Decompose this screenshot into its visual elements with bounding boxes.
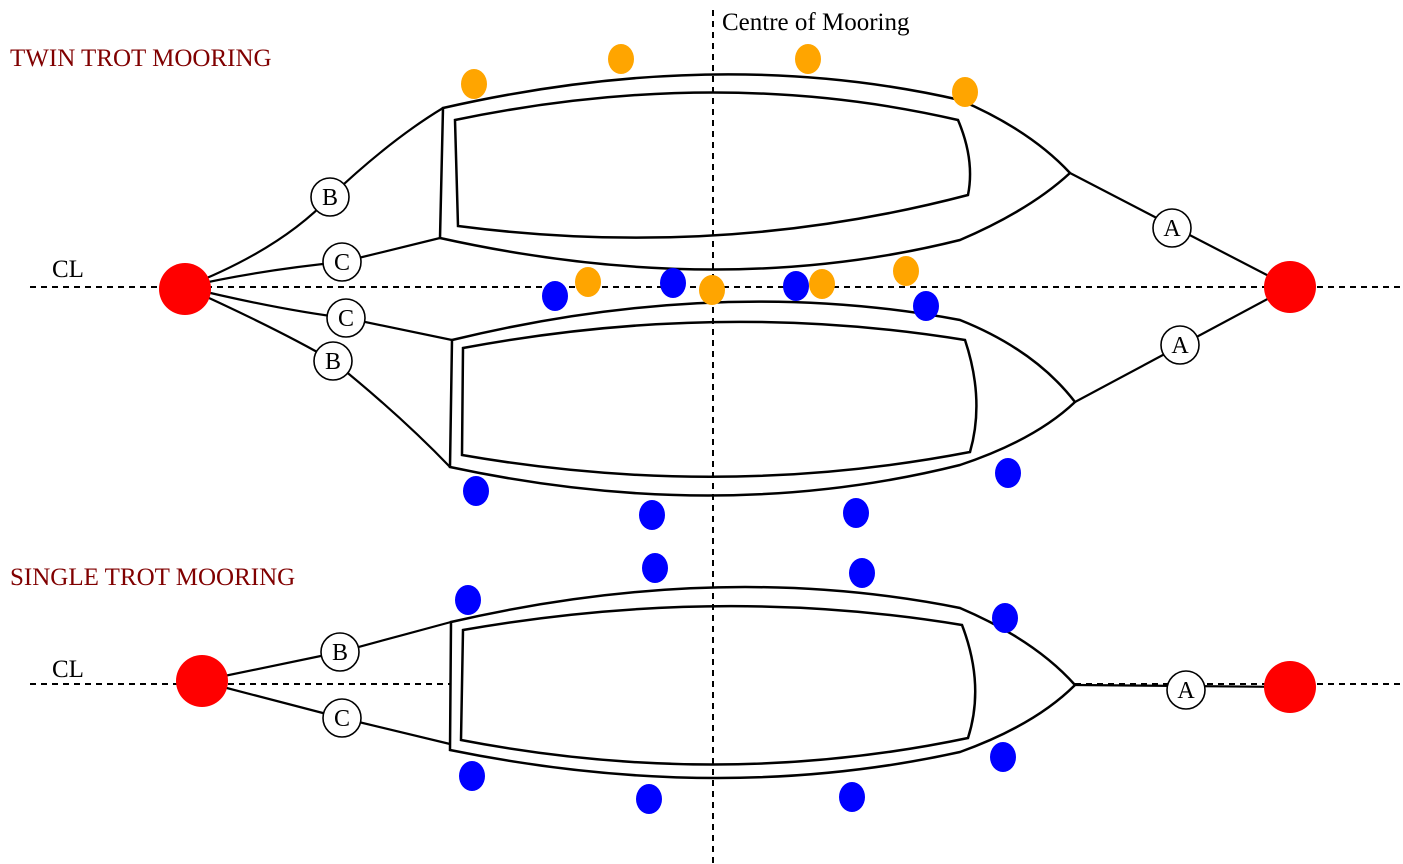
tag-twin-bottom-stern-outer: B: [313, 341, 353, 381]
buoy-single-bow: [1264, 661, 1316, 713]
fender-blue: [843, 498, 869, 528]
fender-orange: [795, 44, 821, 74]
fender-blue: [542, 281, 568, 311]
tag-single-bow: A: [1166, 670, 1206, 710]
fender-orange: [893, 256, 919, 286]
fender-blue: [839, 782, 865, 812]
fender-blue: [913, 291, 939, 321]
svg-text:A: A: [1171, 333, 1189, 359]
fender-blue: [849, 558, 875, 588]
centre-of-mooring-label: Centre of Mooring: [722, 9, 910, 36]
boat-twin-top: [438, 73, 1072, 271]
tag-twin-top-stern-outer: B: [310, 177, 350, 217]
fender-orange: [699, 275, 725, 305]
buoy-twin-stern: [159, 263, 211, 315]
svg-text:A: A: [1177, 678, 1195, 704]
svg-text:C: C: [334, 706, 350, 732]
twin-trot-title: TWIN TROT MOORING: [10, 45, 272, 72]
svg-text:C: C: [334, 250, 350, 276]
fenders-blue-twin: [463, 268, 1021, 530]
fender-blue: [990, 742, 1016, 772]
fender-orange: [461, 69, 487, 99]
fenders-orange: [461, 44, 978, 305]
svg-text:A: A: [1163, 216, 1181, 242]
fender-blue: [642, 553, 668, 583]
fender-blue: [660, 268, 686, 298]
svg-text:B: B: [332, 640, 348, 666]
svg-text:B: B: [322, 185, 338, 211]
fender-blue: [783, 271, 809, 301]
boat-single-hull: [448, 585, 1077, 780]
boat-twin-top-hull: [438, 73, 1072, 271]
rope-twin-top-stern-inner: [184, 236, 441, 289]
tag-twin-bottom-bow: A: [1160, 325, 1200, 365]
boat-twin-bottom: [448, 300, 1077, 497]
buoy-single-stern: [176, 655, 228, 707]
fender-blue: [636, 784, 662, 814]
buoy-twin-bow: [1264, 261, 1316, 313]
cl-label-single: CL: [52, 656, 84, 683]
tag-single-stern-upper: B: [320, 632, 360, 672]
fender-orange: [952, 77, 978, 107]
svg-text:C: C: [338, 306, 354, 332]
boat-single: [448, 585, 1077, 780]
fender-orange: [809, 269, 835, 299]
tag-twin-top-stern-inner: C: [322, 242, 362, 282]
tag-twin-top-bow: A: [1152, 208, 1192, 248]
boat-twin-top-deck: [453, 91, 972, 239]
fender-blue: [992, 603, 1018, 633]
rope-twin-bottom-stern-inner: [184, 285, 453, 342]
single-trot-title: SINGLE TROT MOORING: [10, 564, 295, 591]
fender-blue: [639, 500, 665, 530]
fender-blue: [995, 458, 1021, 488]
tag-twin-bottom-stern-inner: C: [326, 298, 366, 338]
boat-twin-bottom-deck: [460, 320, 978, 479]
tag-single-stern-lower: C: [322, 698, 362, 738]
svg-text:B: B: [325, 349, 341, 375]
fender-orange: [608, 44, 634, 74]
boat-single-deck: [459, 604, 977, 766]
fender-blue: [463, 476, 489, 506]
fender-blue: [455, 585, 481, 615]
fender-orange: [575, 267, 601, 297]
fender-blue: [459, 761, 485, 791]
cl-label-twin: CL: [52, 256, 84, 283]
fenders-blue-single: [455, 553, 1018, 814]
